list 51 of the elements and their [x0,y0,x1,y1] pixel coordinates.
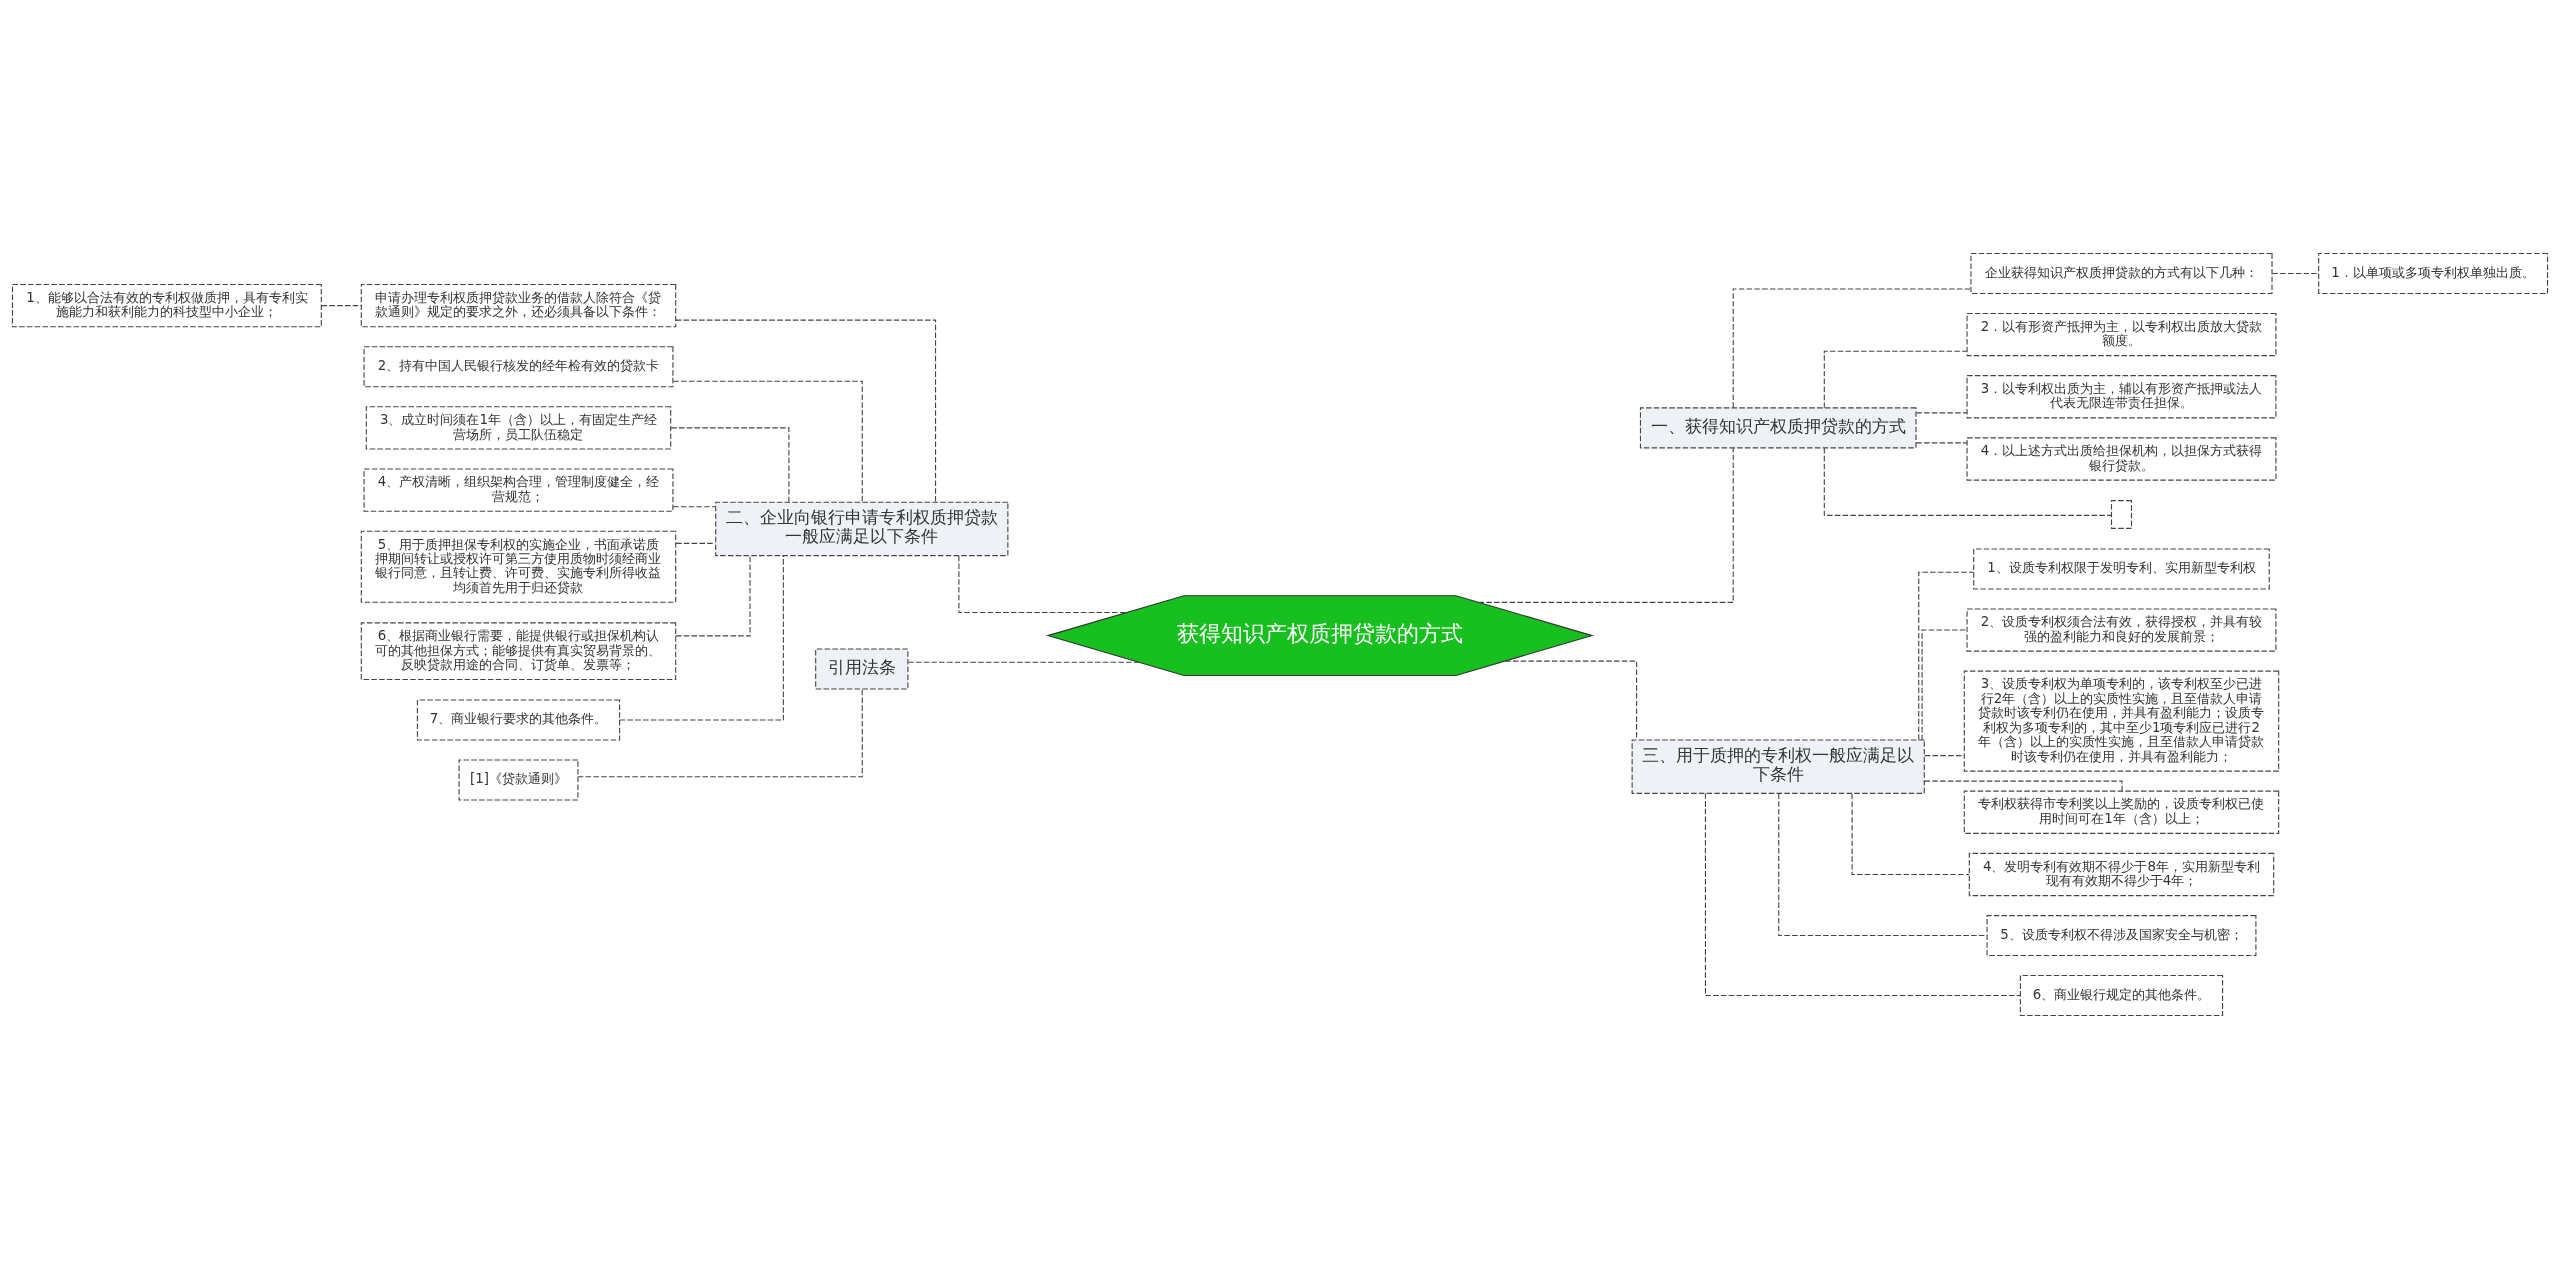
connector [1478,446,1734,603]
connector [1823,350,1968,408]
node-box: 3、成立时间须在1年（含）以上，有固定生产经营场所，员工队伍稳定 [365,405,672,450]
connector [907,661,1139,663]
node-box: 7、商业银行要求的其他条件。 [416,699,621,741]
connector [670,426,790,502]
node-box: 2、设质专利权须合法有效，获得授权，并具有较强的盈利能力和良好的发展前景； [1966,607,2277,652]
connector [1924,754,1965,756]
connector [1732,287,1972,408]
connector [675,542,716,544]
node-box: [1]《贷款通则》 [458,759,579,801]
node-box [2110,499,2133,529]
node-box: 2、持有中国人民银行核发的经年检有效的贷款卡 [363,345,674,387]
connector [672,505,716,507]
node-box: 1、设质专利权限于发明专利、实用新型专利权 [1973,547,2270,589]
node-box: 6、商业银行规定的其他条件。 [2019,974,2224,1016]
node-box: 一、获得知识产权质押贷款的方式 [1639,406,1917,448]
node-box: 5、用于质押担保专利权的实施企业，书面承诺质押期间转让或授权许可第三方使用质物时须经商业银行同意，且转让费、许可费、实施专利所得收益均须首先用于归还贷款 [360,530,677,603]
node-box: 引用法条 [815,647,909,689]
node-box: 企业获得知识产权质押贷款的方式有以下几种： [1970,252,2273,294]
connector [2271,272,2319,274]
connector [1921,629,1968,741]
connector [1823,447,2112,516]
connector [958,554,1127,613]
node-box: 4．以上述方式出质给担保机构，以担保方式获得银行贷款。 [1966,436,2277,481]
node-box: 5、设质专利权不得涉及国家安全与机密； [1986,914,2257,956]
node-box: 专利权获得市专利奖以上奖励的，设质专利权已使用时间可在1年（含）以上； [1963,790,2280,834]
node-box: 3、设质专利权为单项专利的，该专利权至少已进行2年（含）以上的实质性实施，且至借款人申请贷款时该专利仍在使用，并具有盈利能力；设质专利权为多项专利的，其中至少1项专利应已进行2年（含）以上的实质性实施，且至借款人申请贷款时该专利仍在使用，并具有盈利能力； [1963,670,2280,772]
connector [321,304,362,306]
connector [577,688,863,777]
connector [1851,792,1970,875]
connector [1918,571,1975,740]
node-box: 三、用于质押的专利权一般应满足以下条件 [1631,739,1925,794]
node-box: 申请办理专利权质押贷款业务的借款人除符合《贷款通则》规定的要求之外，还必须具备以下条件： [360,283,677,327]
node-box: 4、发明专利有效期不得少于8年，实用新型专利现有有效期不得少于4年； [1968,852,2275,896]
node-box: 2．以有形资产抵押为主，以专利权出质放大贷款额度。 [1966,312,2277,356]
node-box: 4、产权清晰，组织架构合理，管理制度健全，经营规范； [363,467,674,512]
connector [1504,660,1638,740]
connector [675,319,937,503]
connector [1923,780,2123,792]
node-box: 1．以单项或多项专利权单独出质。 [2318,252,2549,294]
connector [1915,441,1968,443]
connector [1915,411,1968,413]
node-box: 6、根据商业银行需要，能提供银行或担保机构认可的其他担保方式；能够提供有真实贸易背景的、反映贷款用途的合同、订货单、发票等； [360,621,677,680]
connector [619,554,784,721]
connector [1704,792,2021,996]
node-box: 3．以专利权出质为主，辅以有形资产抵押或法人代表无限连带责任担保。 [1966,374,2277,418]
node-box: 二、企业向银行申请专利权质押贷款一般应满足以下条件 [715,501,1009,556]
connector [672,380,863,503]
node-box: 1、能够以合法有效的专利权做质押，具有专利实施能力和获利能力的科技型中小企业； [11,283,322,327]
connector [1778,792,1988,936]
